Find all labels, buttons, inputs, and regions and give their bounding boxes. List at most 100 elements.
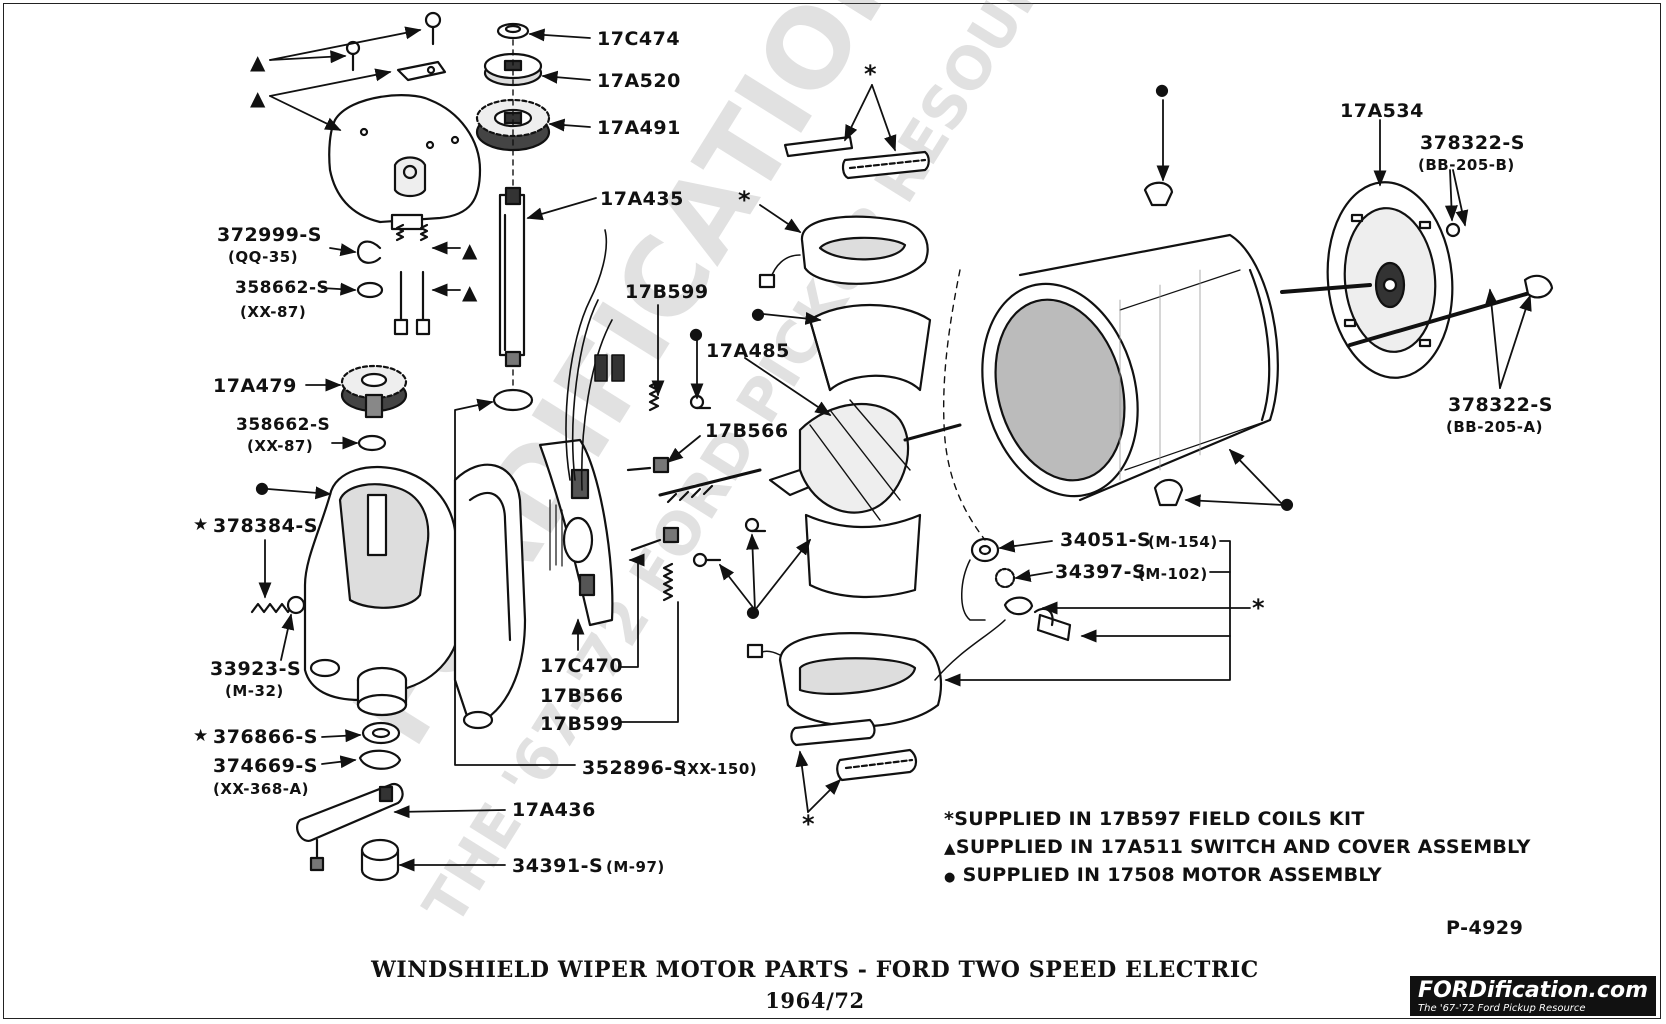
part-358662-washer-b <box>357 434 387 452</box>
label-17b566-b: 17B566 <box>705 420 789 442</box>
part-field-pole-upper <box>808 303 932 392</box>
label-17b599-a: 17B599 <box>540 713 624 735</box>
part-field-pole-lower <box>804 513 922 599</box>
star-marker-top-brush: * <box>864 60 877 88</box>
part-17a485-armature <box>658 399 962 521</box>
label-17a435: 17A435 <box>600 188 684 210</box>
label-34391-sub: (M-97) <box>606 858 665 876</box>
part-field-coil-lower <box>746 619 1006 728</box>
label-17c470: 17C470 <box>540 655 624 677</box>
dot-marker-housing: ● <box>255 478 269 497</box>
legend-row-star: *SUPPLIED IN 17B597 FIELD COILS KIT <box>944 808 1365 830</box>
label-376866: 376866-S <box>213 726 318 748</box>
part-motor-frame <box>981 233 1279 502</box>
part-switch-contacts <box>393 270 431 336</box>
label-34051: 34051-S <box>1060 529 1152 551</box>
legend-text-dot: SUPPLIED IN 17508 MOTOR ASSEMBLY <box>962 864 1382 886</box>
part-374669-seal <box>358 749 402 770</box>
label-34397-sub: (M-102) <box>1138 565 1208 583</box>
part-352896-washer <box>492 388 534 412</box>
triangle-marker-1: ▲ <box>250 50 266 74</box>
star-marker-terminal: * <box>1252 594 1265 622</box>
label-17b566-a: 17B566 <box>540 685 624 707</box>
label-34391: 34391-S <box>512 855 604 877</box>
label-33923-sub: (M-32) <box>225 682 284 700</box>
label-17b599-b: 17B599 <box>625 281 709 303</box>
triangle-marker-4: ▲ <box>462 280 478 304</box>
part-brush-set-lower <box>790 718 918 782</box>
part-372999-clip <box>356 240 382 264</box>
legend-symbol-triangle: ▲ <box>944 839 956 857</box>
label-378322-b: 378322-S <box>1420 132 1525 154</box>
part-33923-washer <box>286 595 306 615</box>
small-star-376866: ★ <box>193 726 209 746</box>
label-358662-a-sub: (XX-87) <box>240 303 307 321</box>
part-376866-ring <box>361 721 401 745</box>
triangle-marker-2: ▲ <box>250 86 266 110</box>
part-cover-screws <box>345 11 447 82</box>
legend-text-triangle: SUPPLIED IN 17A511 SWITCH AND COVER ASSE… <box>955 836 1531 858</box>
label-17a534: 17A534 <box>1340 100 1424 122</box>
legend-symbol-star: * <box>944 808 955 830</box>
part-field-coil-upper <box>758 215 929 289</box>
label-17a436: 17A436 <box>512 799 596 821</box>
part-lead-wires <box>565 229 625 491</box>
brand-logo: FORDification.com The '67-'72 Ford Picku… <box>1410 976 1656 1016</box>
label-372999: 372999-S <box>217 224 322 246</box>
part-through-bolts <box>1280 222 1554 347</box>
part-17a436-crank-arm <box>296 782 404 872</box>
dot-marker-screw: ● <box>689 324 703 343</box>
part-17b599-spring-b <box>662 562 674 602</box>
legend-row-dot: ● SUPPLIED IN 17508 MOTOR ASSEMBLY <box>944 864 1382 886</box>
part-terminal-lug <box>1003 596 1072 642</box>
part-17c470-brush-plate <box>538 438 614 627</box>
part-17b566-brush-a <box>626 456 670 474</box>
diagram-year-range: 1964/72 <box>765 988 865 1013</box>
part-17b599-spring-a <box>648 380 660 412</box>
part-358662-washer-a <box>356 281 384 299</box>
part-17c474-washer <box>496 22 530 40</box>
part-gear-housing <box>303 463 527 730</box>
label-374669-sub: (XX-368-A) <box>213 780 309 798</box>
label-34051-sub: (M-154) <box>1148 533 1218 551</box>
dot-marker-frame: ● <box>1280 494 1294 513</box>
label-352896: 352896-S <box>582 757 687 779</box>
dot-marker-frame-screw: ● <box>1155 80 1169 99</box>
label-358662-b: 358662-S <box>236 415 331 435</box>
part-17a534-end-plate <box>1326 181 1454 379</box>
label-378322-b-sub: (BB-205-B) <box>1418 156 1515 174</box>
part-frame-screw-bottom <box>1153 478 1184 507</box>
label-34397: 34397-S <box>1055 561 1147 583</box>
label-374669: 374669-S <box>213 755 318 777</box>
label-358662-b-sub: (XX-87) <box>247 437 314 455</box>
part-armature-screws <box>689 394 767 568</box>
part-17b566-brush-b <box>630 526 680 552</box>
diagram-frame <box>3 3 1661 1019</box>
part-frame-screw-top <box>1143 181 1174 207</box>
figure-number: P-4929 <box>1446 917 1524 939</box>
label-378322-a-sub: (BB-205-A) <box>1446 418 1543 436</box>
part-34051-nut <box>970 537 1000 563</box>
brand-name: FORDification.com <box>1418 978 1648 1003</box>
star-marker-field-coil: * <box>738 186 751 214</box>
star-marker-bottom-brush: * <box>802 810 815 838</box>
label-17a520: 17A520 <box>597 70 681 92</box>
label-17c474: 17C474 <box>597 28 681 50</box>
dot-marker-lower: ● <box>746 602 760 621</box>
part-switch-cover <box>328 94 482 231</box>
part-17a435-shaft <box>498 186 526 368</box>
label-372999-sub: (QQ-35) <box>228 248 299 266</box>
legend-text-star: SUPPLIED IN 17B597 FIELD COILS KIT <box>954 808 1365 830</box>
dot-marker-pole: ● <box>751 304 765 323</box>
part-springs-switch <box>395 223 429 242</box>
diagram-title: WINDSHIELD WIPER MOTOR PARTS - FORD TWO … <box>371 957 1259 983</box>
label-33923: 33923-S <box>210 658 302 680</box>
label-17a479: 17A479 <box>213 375 297 397</box>
triangle-marker-3: ▲ <box>462 238 478 262</box>
label-378322-a: 378322-S <box>1448 394 1553 416</box>
part-34391-nut <box>360 838 400 882</box>
small-star-378384: ★ <box>193 515 209 535</box>
label-17a485: 17A485 <box>706 340 790 362</box>
label-17a491: 17A491 <box>597 117 681 139</box>
